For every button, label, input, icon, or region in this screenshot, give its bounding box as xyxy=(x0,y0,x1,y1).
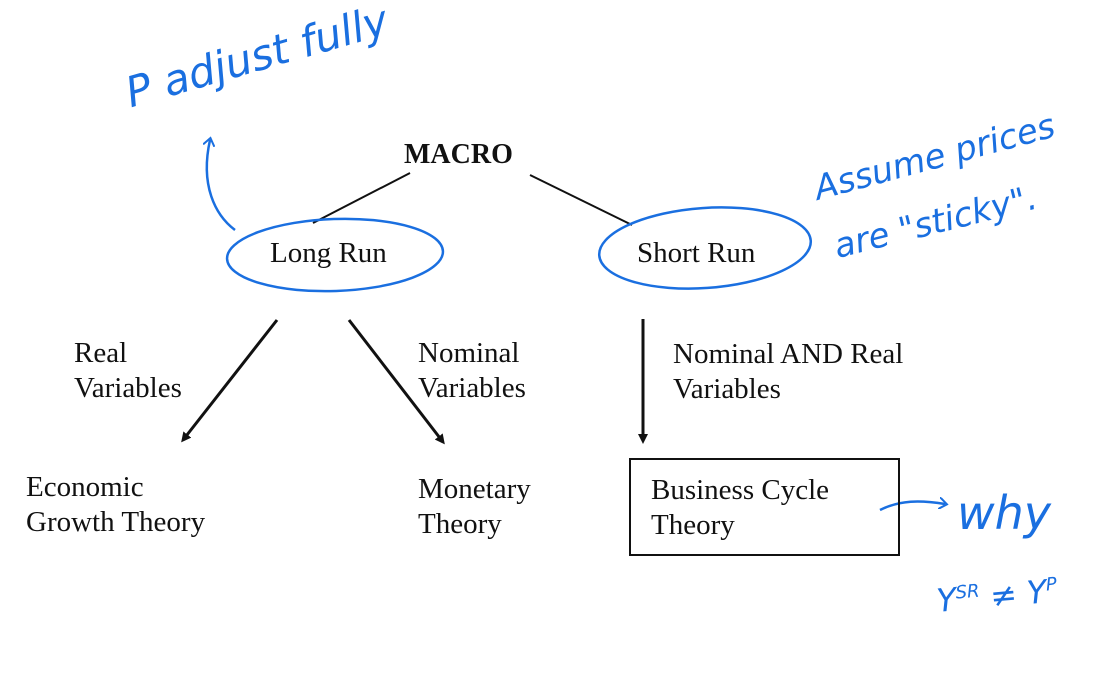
edge-label-real-line2: Variables xyxy=(74,372,182,404)
leaf-monetary-line1: Monetary xyxy=(418,473,531,505)
leaf-economic-growth-line1: Economic xyxy=(26,471,144,503)
leaf-monetary-line2: Theory xyxy=(418,508,502,540)
arrow-real-variables xyxy=(181,319,279,443)
business-cycle-note: why xyxy=(957,486,1051,540)
arrow-nominal-variables xyxy=(347,319,445,445)
leaf-economic-growth-line2: Growth Theory xyxy=(26,506,206,538)
business-cycle-box xyxy=(629,458,900,556)
edge-label-nominal-and-real: Nominal AND Real Variables xyxy=(673,337,903,407)
leaf-business-cycle-line1: Business Cycle xyxy=(651,474,830,506)
leaf-monetary-theory: Monetary Theory xyxy=(418,472,531,542)
root-node-macro: MACRO xyxy=(404,139,513,170)
edge-label-nominal-and-real-line2: Variables xyxy=(673,373,781,405)
edge-label-real-variables: Real Variables xyxy=(74,336,182,406)
edge-label-real-line1: Real xyxy=(74,337,128,369)
branch-short-run: Short Run xyxy=(637,237,756,269)
leaf-business-cycle-line2: Theory xyxy=(651,509,735,541)
edge-macro-long-run xyxy=(312,172,411,224)
formula-superscript-p: P xyxy=(1044,573,1058,596)
formula-superscript-sr: SR xyxy=(954,580,981,604)
short-run-circle xyxy=(597,206,813,290)
formula-not-equal: ≠ xyxy=(988,574,1019,616)
edge-label-nominal-line1: Nominal xyxy=(418,337,520,369)
edge-label-nominal-and-real-line1: Nominal AND Real xyxy=(673,338,904,370)
long-run-circle xyxy=(225,217,445,293)
edge-label-nominal-variables: Nominal Variables xyxy=(418,336,526,406)
long-run-note-arrow xyxy=(207,140,236,231)
leaf-economic-growth-theory: Economic Growth Theory xyxy=(26,470,205,540)
edge-macro-short-run xyxy=(529,174,633,226)
branch-long-run: Long Run xyxy=(270,237,387,269)
business-cycle-note-arrow xyxy=(879,502,945,512)
leaf-business-cycle-theory: Business Cycle Theory xyxy=(651,473,829,543)
edge-label-nominal-line2: Variables xyxy=(418,372,526,404)
